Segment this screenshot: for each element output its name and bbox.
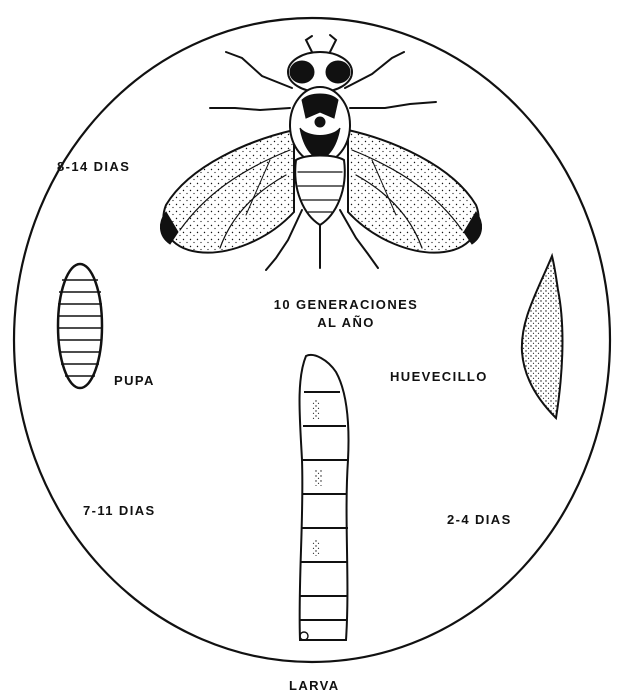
generations-line2-label: AL AÑO — [256, 316, 436, 329]
pupa-label: PUPA — [114, 374, 155, 387]
larva-icon — [300, 355, 349, 640]
egg-icon — [522, 256, 563, 418]
adult-fly-icon — [160, 35, 481, 270]
egg-label: HUEVECILLO — [390, 370, 488, 383]
pupa-icon — [58, 264, 102, 388]
egg-duration-label: 2-4 DIAS — [447, 513, 512, 526]
generations-line1-label: 10 GENERACIONES — [256, 298, 436, 311]
pupa-duration-label: 7-11 DIAS — [83, 504, 156, 517]
adult-duration-label: 8-14 DIAS — [57, 160, 130, 173]
larva-label: LARVA — [289, 679, 340, 692]
